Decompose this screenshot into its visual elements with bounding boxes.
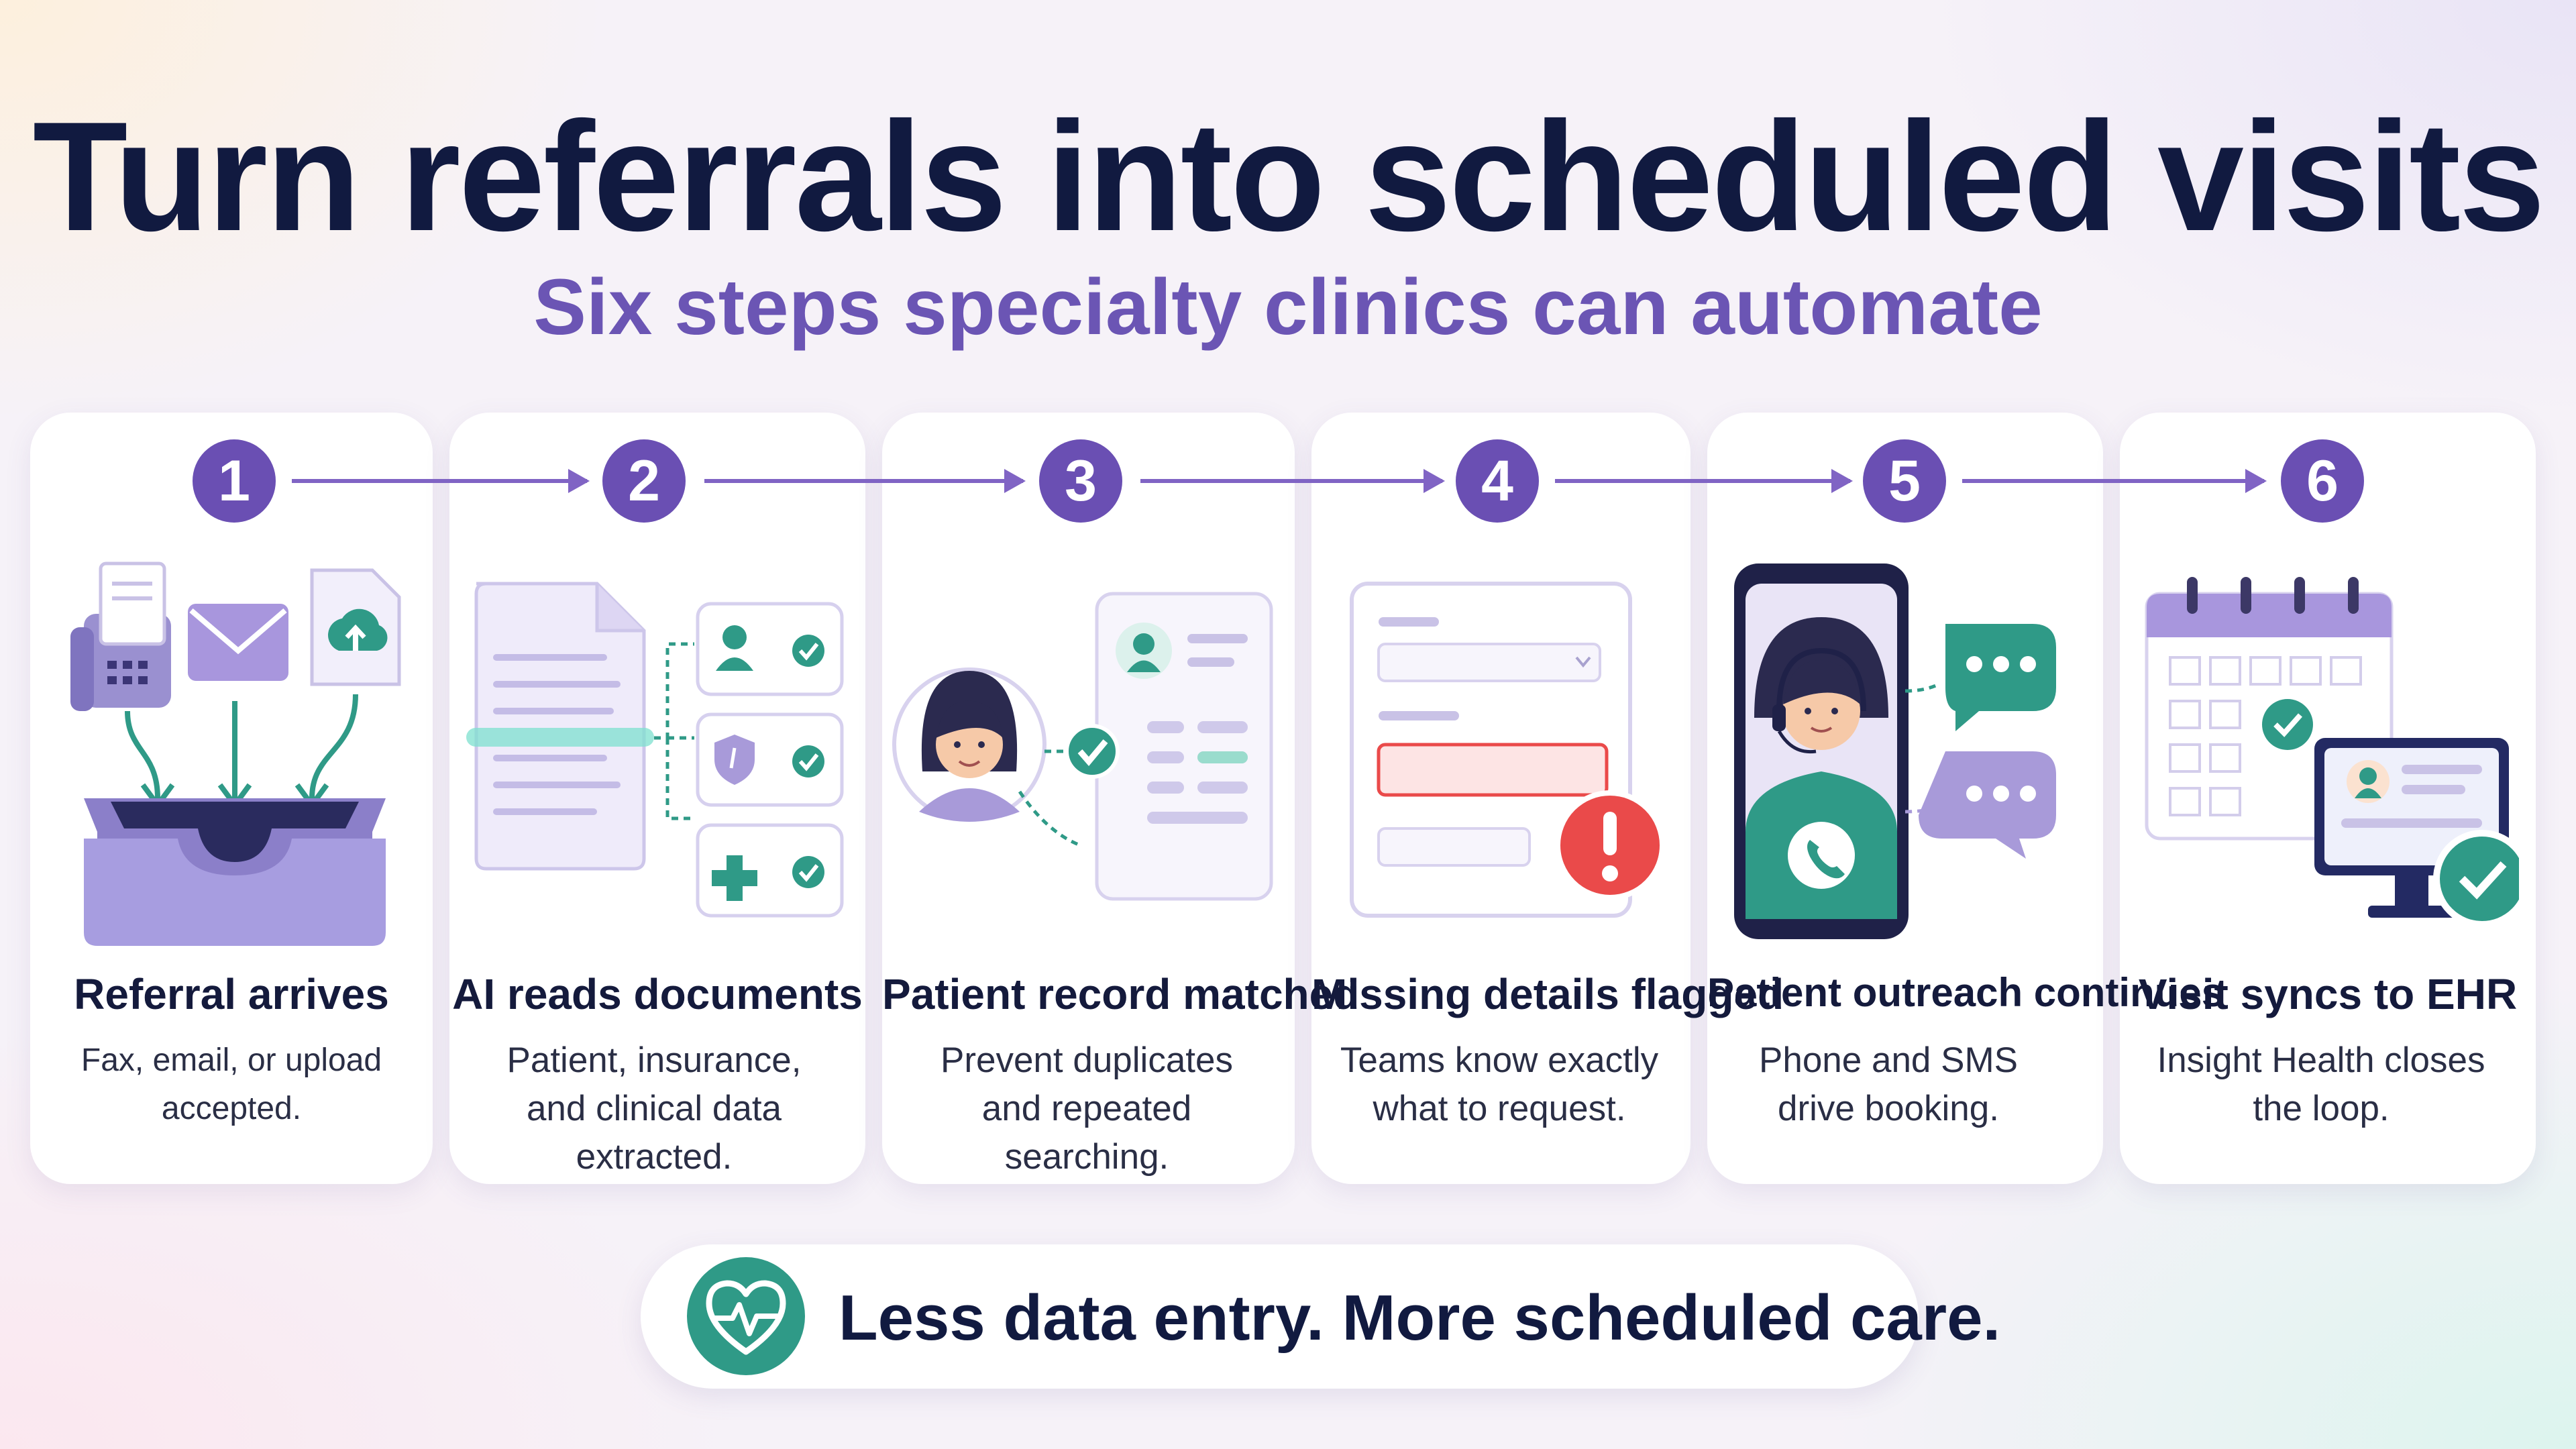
step-title: Patient outreach continues <box>1707 970 2224 1015</box>
step-title: Missing details flagged <box>1311 970 1784 1018</box>
page-title: Turn referrals into scheduled visits <box>32 90 2546 264</box>
step-description: Phone and SMS drive booking. <box>1759 1040 2018 1128</box>
page-subtitle: Six steps specialty clinics can automate <box>533 263 2043 352</box>
step-title: Referral arrives <box>74 970 389 1018</box>
flow-arrow <box>1555 469 1853 493</box>
tagline-text: Less data entry. More scheduled care. <box>839 1282 2001 1354</box>
flow-arrow <box>1962 469 2267 493</box>
document-scan-icon <box>466 582 844 918</box>
step-number-badge: 4 <box>1456 439 1539 523</box>
step-description: Teams know exactly what to request. <box>1340 1040 1659 1128</box>
step-description: Fax, email, or upload accepted. <box>80 1042 382 1126</box>
heart-pulse-icon <box>687 1257 805 1375</box>
step-number-badge: 3 <box>1039 439 1122 523</box>
step-description: Prevent duplicates and repeated searchin… <box>940 1040 1234 1177</box>
step-number-badge: 1 <box>193 439 276 523</box>
step-number-badge: 6 <box>2281 439 2364 523</box>
tagline-pill <box>641 1244 1919 1389</box>
step-title: AI reads documents <box>452 970 863 1018</box>
step-description: Patient, insurance, and clinical data ex… <box>506 1040 802 1177</box>
step-title: Patient record matched <box>882 970 1360 1018</box>
calendar-ehr-icon <box>2145 577 2519 928</box>
step-title: Visit syncs to EHR <box>2138 970 2518 1018</box>
flow-arrow <box>704 469 1026 493</box>
step-description: Insight Health closes the loop. <box>2157 1040 2485 1128</box>
flow-arrow <box>292 469 590 493</box>
inbox-icon <box>70 561 401 946</box>
step-number-badge: 5 <box>1863 439 1946 523</box>
flow-arrow <box>1140 469 1445 493</box>
form-alert-icon <box>1350 582 1665 918</box>
step-number-badge: 2 <box>602 439 686 523</box>
patient-match-icon <box>892 592 1273 901</box>
phone-outreach-icon <box>1734 564 2056 939</box>
